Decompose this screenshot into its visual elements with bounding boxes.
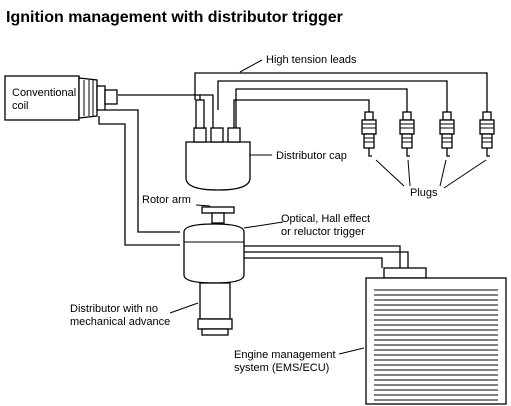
spark-plug-1	[361, 111, 377, 157]
rotor-arm-pointer	[195, 204, 211, 207]
diagram-title: Ignition management with distributor tri…	[6, 9, 343, 26]
plugs-pointers	[375, 159, 487, 189]
rotor-arm-label: Rotor arm	[142, 194, 191, 206]
plugs-label: Plugs	[410, 187, 438, 199]
distributor-body	[183, 223, 245, 336]
high-tension-label: High tension leads	[266, 54, 357, 66]
trigger-wiring	[244, 245, 409, 268]
ht-pointer	[239, 59, 263, 73]
ems-label-line1: Engine management	[234, 349, 336, 361]
ems-pointer	[338, 347, 365, 355]
coil-label-line1: Conventional	[12, 87, 76, 99]
coil-wire-2	[105, 109, 180, 233]
distributor-cap-label: Distributor cap	[276, 150, 347, 162]
distributor-pointer	[169, 302, 199, 314]
ems-label-line2: system (EMS/ECU)	[234, 362, 329, 374]
conventional-coil	[4, 75, 118, 121]
spark-plug-2	[399, 111, 415, 157]
ems-ecu	[365, 267, 507, 405]
spark-plug-3	[439, 111, 455, 157]
rotor-arm	[201, 206, 235, 224]
coil-label-line2: coil	[12, 100, 29, 112]
distributor-label-line1: Distributor with no	[70, 303, 158, 315]
trigger-pointer	[243, 221, 284, 229]
distributor-cap	[185, 99, 251, 191]
spark-plug-4	[479, 111, 495, 157]
coil-wire-1	[98, 116, 180, 246]
high-tension-leads	[118, 72, 488, 128]
trigger-label-line2: or reluctor trigger	[281, 226, 365, 238]
distributor-label-line2: mechanical advance	[70, 316, 170, 328]
trigger-label-line1: Optical, Hall effect	[281, 213, 370, 225]
